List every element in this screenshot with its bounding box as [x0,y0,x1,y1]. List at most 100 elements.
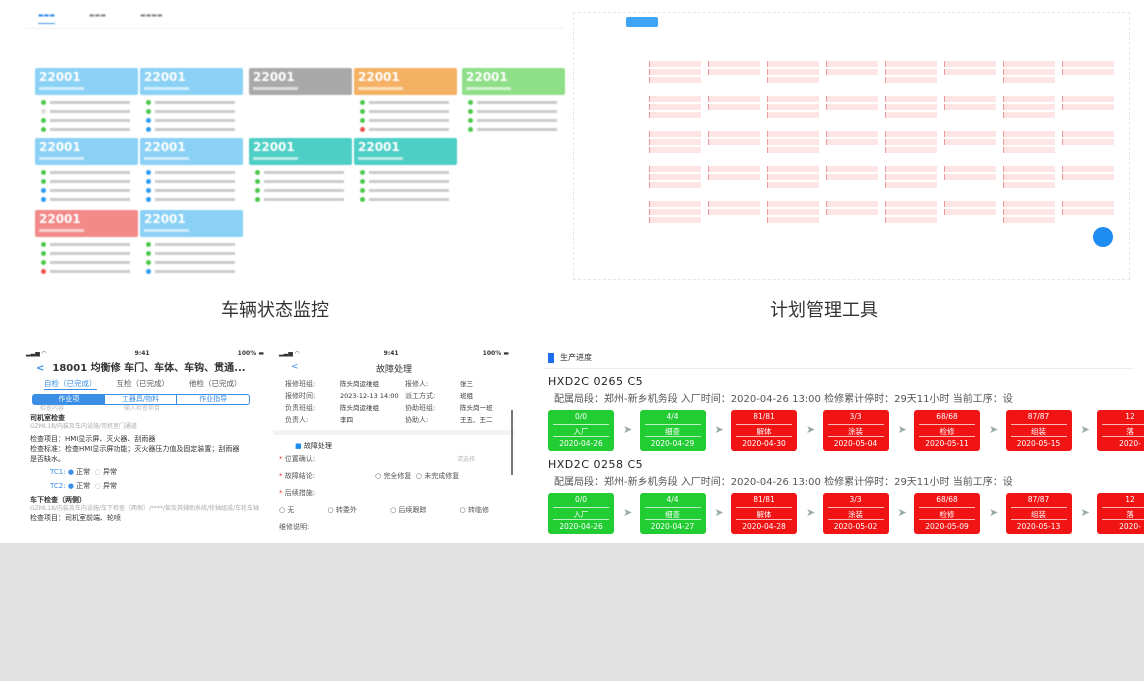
plan-entry[interactable] [944,174,996,180]
plan-entry[interactable] [885,77,937,83]
plan-entry[interactable] [885,104,937,110]
plan-entry[interactable] [1003,69,1055,75]
plan-entry[interactable] [885,174,937,180]
back-icon[interactable]: < [36,363,45,374]
plan-entry[interactable] [1003,217,1055,223]
plan-entry[interactable] [708,69,760,75]
plan-entry[interactable] [944,201,996,207]
plan-entry[interactable] [1062,131,1114,137]
plan-entry[interactable] [826,131,878,137]
plan-entry[interactable] [708,104,760,110]
plan-entry[interactable] [944,61,996,67]
plan-entry[interactable] [885,182,937,188]
tab-mutual-check[interactable]: 互检（已完成） [116,379,170,388]
plan-entry[interactable] [649,209,701,215]
plan-entry[interactable] [826,69,878,75]
checked-radio-icon[interactable]: ● [67,468,74,476]
plan-entry[interactable] [944,96,996,102]
plan-entry[interactable] [885,131,937,137]
plan-entry[interactable] [1003,174,1055,180]
plan-entry[interactable] [649,69,701,75]
plan-entry[interactable] [1062,104,1114,110]
radio-follow-up[interactable]: 后续跟踪 [398,506,427,514]
plan-entry[interactable] [767,139,819,145]
radio-incomplete[interactable]: 未完成修复 [424,472,460,480]
plan-entry[interactable] [767,77,819,83]
plan-entry[interactable] [649,96,701,102]
plan-entry[interactable] [826,201,878,207]
plan-entry[interactable] [767,96,819,102]
plan-entry[interactable] [1003,166,1055,172]
radio-icon[interactable]: ○ [94,482,101,490]
radio-none[interactable]: 无 [287,506,295,514]
radio-complete[interactable]: 完全修复 [383,472,412,480]
vehicle-card[interactable]: 22001 [354,138,457,165]
plan-entry[interactable] [826,61,878,67]
plan-entry[interactable] [649,104,701,110]
plan-entry[interactable] [649,131,701,137]
plan-entry[interactable] [1003,209,1055,215]
plan-entry[interactable] [1062,69,1114,75]
vehicle-card[interactable]: 22001 [140,138,243,165]
plan-entry[interactable] [1003,96,1055,102]
plan-entry[interactable] [767,112,819,118]
plan-entry[interactable] [826,209,878,215]
plan-entry[interactable] [885,147,937,153]
plan-entry[interactable] [649,182,701,188]
segment-tools[interactable]: 工器具/物料 [105,395,178,404]
vehicle-card[interactable]: 22001 [462,68,565,95]
plan-entry[interactable] [767,182,819,188]
add-fab-button[interactable] [1093,227,1113,247]
plan-entry[interactable] [767,61,819,67]
back-icon[interactable]: < [291,362,299,372]
plan-entry[interactable] [767,201,819,207]
scrollbar[interactable] [511,410,513,475]
plan-entry[interactable] [1003,147,1055,153]
filter-input[interactable]: 输入检查项目 [124,405,161,412]
plan-entry[interactable] [885,112,937,118]
plan-entry[interactable] [1062,61,1114,67]
plan-entry[interactable] [826,166,878,172]
plan-entry[interactable] [1062,174,1114,180]
vehicle-card[interactable]: 22001 [249,138,352,165]
plan-entry[interactable] [885,166,937,172]
plan-entry[interactable] [767,131,819,137]
plan-entry[interactable] [944,209,996,215]
vehicle-card[interactable]: 22001 [35,68,138,95]
radio-temp-repair[interactable]: 转临修 [467,506,489,514]
plan-entry[interactable] [885,201,937,207]
plan-entry[interactable] [1062,96,1114,102]
plan-entry[interactable] [826,96,878,102]
vehicle-card[interactable]: 22001 [354,68,457,95]
plan-entry[interactable] [649,166,701,172]
plan-entry[interactable] [944,104,996,110]
plan-entry[interactable] [944,139,996,145]
plan-entry[interactable] [1062,166,1114,172]
plan-entry[interactable] [649,201,701,207]
plan-button[interactable] [626,17,658,27]
tab-other-check[interactable]: 他检（已完成） [189,379,242,388]
plan-entry[interactable] [649,61,701,67]
vehicle-card[interactable]: 22001 [249,68,352,95]
plan-entry[interactable] [826,104,878,110]
plan-entry[interactable] [1003,201,1055,207]
plan-entry[interactable] [1062,139,1114,145]
plan-entry[interactable] [767,166,819,172]
plan-entry[interactable] [1062,209,1114,215]
plan-entry[interactable] [708,209,760,215]
filter-select[interactable]: 检查内容 [40,405,65,412]
plan-entry[interactable] [885,61,937,67]
vehicle-card[interactable]: 22001 [140,210,243,237]
